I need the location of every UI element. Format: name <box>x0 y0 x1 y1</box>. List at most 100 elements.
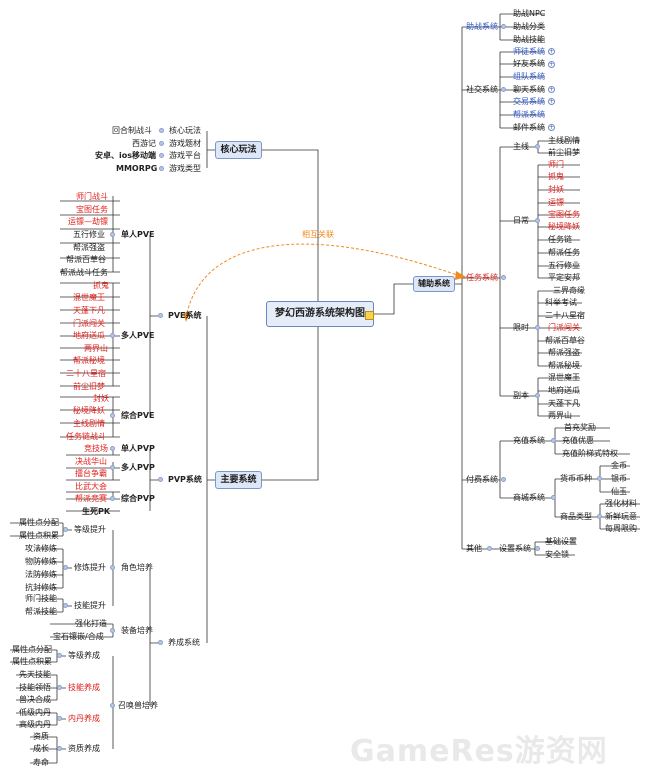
pet-title: 召唤兽培养 <box>118 701 158 710</box>
role-skill-item: 师门技能 <box>25 594 57 603</box>
root-node[interactable]: 梦幻西游系统架构图 <box>266 301 374 327</box>
task-daily-item: 封妖 <box>548 185 564 194</box>
pvp-multi-item: 擂台争霸 <box>75 469 107 478</box>
core-hub[interactable]: 核心玩法 <box>215 141 262 159</box>
battle-item: 助战技能 <box>513 35 545 44</box>
node-dot <box>501 275 506 280</box>
battle-item: 助战分类 <box>513 22 545 31</box>
root-title: 梦幻西游系统架构图 <box>275 308 365 319</box>
expand-icon[interactable]: + <box>548 86 555 93</box>
settings-item: 安全锁 <box>545 550 569 559</box>
node-dot <box>159 141 164 146</box>
core-item-label: 游戏类型 <box>169 164 201 173</box>
pve-multi-title: 多人PVE <box>121 331 155 340</box>
social-item: 交易系统 <box>513 97 545 106</box>
pve-single-item: 宝图任务 <box>76 205 108 214</box>
main-hub[interactable]: 主要系统 <box>215 471 262 489</box>
watermark: GameRes游资网 <box>350 734 608 769</box>
node-dot <box>597 476 602 481</box>
pve-mixed-title: 综合PVE <box>121 411 155 420</box>
pet-core-item: 高级内丹 <box>19 720 51 729</box>
node-dot <box>597 514 602 519</box>
goods-title: 商品类型 <box>560 512 592 521</box>
node-dot <box>551 438 556 443</box>
pvp-mixed-item: 帮派竞赛 <box>75 494 107 503</box>
task-daily-item: 帮派任务 <box>548 248 580 257</box>
task-limited-item: 帮派强盗 <box>548 348 580 357</box>
task-dungeon-item: 地府送瓜 <box>548 386 580 395</box>
currency-item: 仙玉 <box>611 487 627 496</box>
pet-skill-title: 技能养成 <box>68 683 100 692</box>
role-title: 角色培养 <box>121 563 153 572</box>
node-dot <box>57 746 62 751</box>
pet-apt-title: 资质养成 <box>68 744 100 753</box>
social-item: 邮件系统 <box>513 123 545 132</box>
pvp-single-item: 竞技场 <box>84 444 108 453</box>
node-dot <box>535 393 540 398</box>
social-item: 帮派系统 <box>513 110 545 119</box>
currency-title: 货币币种 <box>560 474 592 483</box>
task-dungeon-title: 副本 <box>513 391 529 400</box>
pet-apt-item: 资质 <box>33 732 49 741</box>
node-dot <box>535 218 540 223</box>
role-cult-item: 攻法修炼 <box>25 544 57 553</box>
node-dot <box>535 546 540 551</box>
note-icon[interactable] <box>365 311 374 320</box>
node-dot <box>501 477 506 482</box>
main-hub-label: 主要系统 <box>220 475 257 485</box>
node-dot <box>110 565 115 570</box>
task-dungeon-item: 混世魔王 <box>548 373 580 382</box>
pve-multi-item: 二十八星宿 <box>66 369 106 378</box>
expand-icon[interactable]: + <box>548 48 555 55</box>
social-title: 社交系统 <box>466 85 498 94</box>
pvp-extra-item: 生死PK <box>82 507 111 516</box>
aux-hub[interactable]: 辅助系统 <box>413 276 455 292</box>
task-main-item: 主线剧情 <box>548 136 580 145</box>
pve-mixed-item: 主线剧情 <box>73 419 105 428</box>
node-dot <box>57 653 62 658</box>
role-level-item: 属性点分配 <box>19 518 59 527</box>
pve-single-item: 帮派百草谷 <box>66 255 106 264</box>
pet-apt-item: 寿命 <box>33 758 49 767</box>
pet-level-title: 等级养成 <box>68 651 100 660</box>
pet-skill-item: 先天技能 <box>19 670 51 679</box>
node-dot <box>158 477 163 482</box>
core-item-value: 西游记 <box>132 139 156 148</box>
pve-single-item: 五行修业 <box>73 230 105 239</box>
node-dot <box>487 546 492 551</box>
node-dot <box>110 628 115 633</box>
node-dot <box>110 333 115 338</box>
expand-icon[interactable]: + <box>548 61 555 68</box>
settings-item: 基础设置 <box>545 537 577 546</box>
node-dot <box>110 496 115 501</box>
currency-item: 银币 <box>611 474 627 483</box>
battle-item: 助战NPC <box>513 9 546 18</box>
expand-icon[interactable]: + <box>548 124 555 131</box>
aux-hub-label: 辅助系统 <box>418 279 450 288</box>
task-main-title: 主线 <box>513 142 529 151</box>
goods-item: 强化材料 <box>605 499 637 508</box>
core-hub-label: 核心玩法 <box>220 145 257 155</box>
node-dot <box>110 232 115 237</box>
role-cult-item: 抗封修炼 <box>25 583 57 592</box>
pve-multi-item: 门派闯关 <box>73 319 105 328</box>
task-limited-item: 帮派秘境 <box>548 361 580 370</box>
expand-icon[interactable]: + <box>548 98 555 105</box>
social-item: 组队系统 <box>513 72 545 81</box>
core-item-label: 游戏平台 <box>169 151 201 160</box>
task-limited-item: 二十八星宿 <box>545 311 585 320</box>
role-cult-title: 修炼提升 <box>74 563 106 572</box>
pve-multi-item: 帮派秘境 <box>73 356 105 365</box>
pet-skill-item: 技能领悟 <box>19 683 51 692</box>
relation-arrow-head <box>455 271 466 280</box>
task-daily-item: 师门 <box>548 160 564 169</box>
task-limited-item: 门派闯关 <box>548 323 580 332</box>
node-dot <box>110 703 115 708</box>
node-dot <box>57 685 62 690</box>
task-main-item: 前尘旧梦 <box>548 148 580 157</box>
task-limited-item: 科举考试 <box>545 298 577 307</box>
task-dungeon-item: 两界山 <box>548 411 572 420</box>
goods-item: 新鲜玩意 <box>605 512 637 521</box>
social-item: 聊天系统 <box>513 85 545 94</box>
node-dot <box>159 153 164 158</box>
